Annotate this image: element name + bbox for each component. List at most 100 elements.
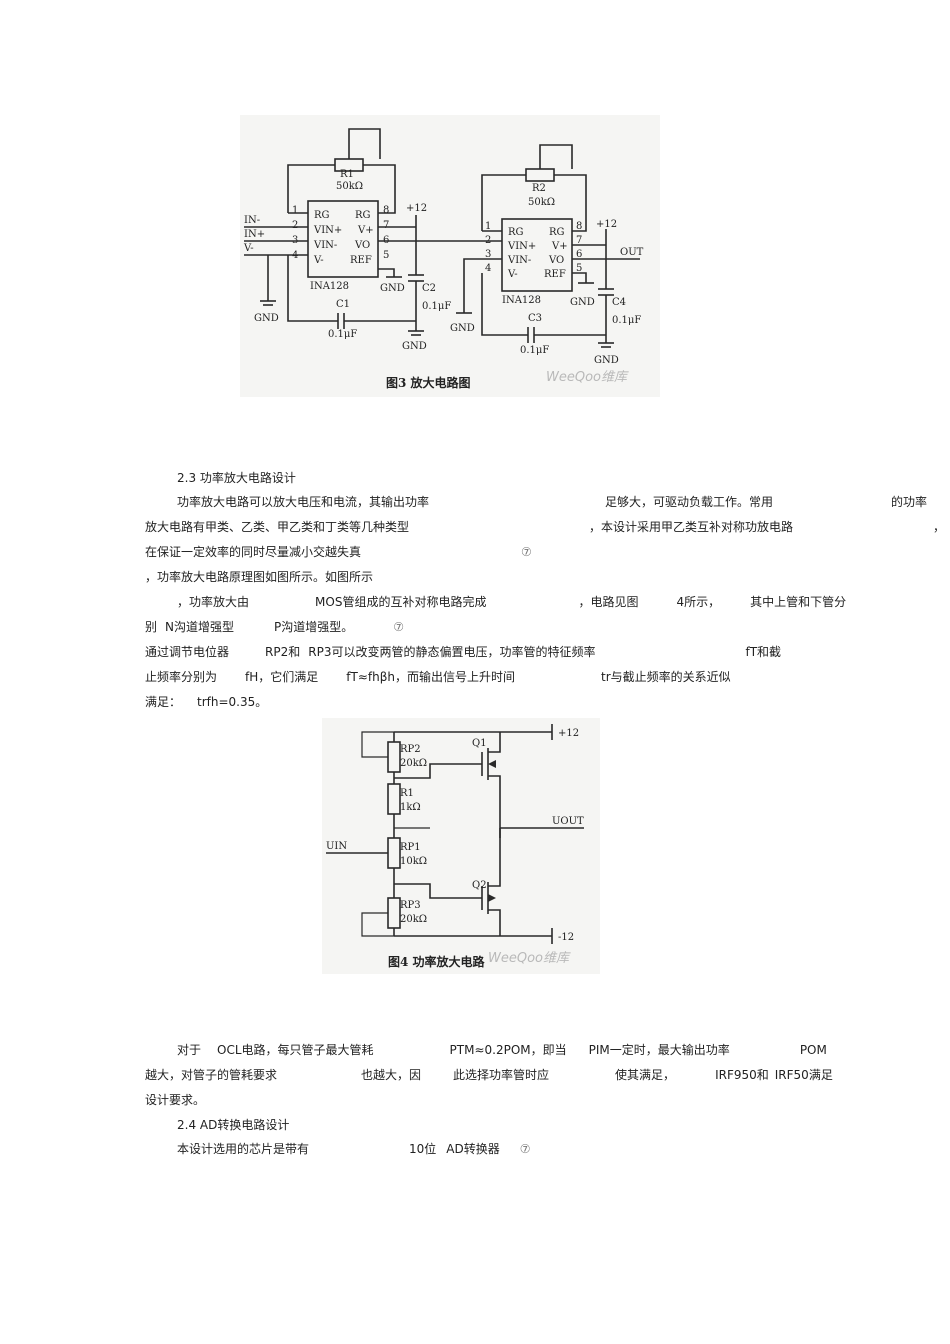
pin-label: REF xyxy=(350,255,372,266)
figure-caption: 图4 功率放大电路 xyxy=(388,954,486,969)
pin-number: 1 xyxy=(485,221,491,232)
paragraph-line: 设计要求。 xyxy=(145,1093,206,1107)
ina128-chip-1 xyxy=(307,200,379,278)
transistor-q1 xyxy=(481,732,501,838)
gnd-label: GND xyxy=(380,283,405,294)
pin-label: REF xyxy=(544,269,566,280)
pin-label: RG xyxy=(314,210,330,221)
pin-number: 5 xyxy=(576,263,582,274)
r2-label: R2 xyxy=(532,183,546,194)
pin-label: VO xyxy=(548,255,564,266)
paragraph-line: 放大电路有甲类、乙类、甲乙类和丁类等几种类型，本设计采用甲乙类互补对称功放电路， xyxy=(145,520,946,534)
uin-label: UIN xyxy=(326,841,347,852)
chip-name: INA128 xyxy=(502,295,541,306)
transistor-q2 xyxy=(481,828,501,936)
watermark: WeeQoo维库 xyxy=(546,370,629,385)
c4-value: 0.1μF xyxy=(612,315,641,326)
r1-label: R1 xyxy=(340,169,354,180)
supply-plus-label: +12 xyxy=(406,203,427,214)
v-minus-label: V- xyxy=(243,243,254,254)
resistor-rp3 xyxy=(387,897,401,929)
pin-label: VIN+ xyxy=(507,241,536,252)
pin-number: 1 xyxy=(292,205,298,216)
pin-number: 7 xyxy=(576,235,582,246)
c3-label: C3 xyxy=(528,313,542,324)
c3-value: 0.1μF xyxy=(520,345,549,356)
pin-label: VO xyxy=(354,240,370,251)
paragraph-line: 满足：trfh=0.35。 xyxy=(145,695,268,709)
q1-label: Q1 xyxy=(472,738,487,749)
pin-number: 2 xyxy=(485,235,491,246)
section-heading-2-3: 2.3 功率放大电路设计 xyxy=(177,471,296,485)
section-heading-2-4: 2.4 AD转换电路设计 xyxy=(177,1118,290,1132)
resistor-r1 xyxy=(387,783,401,815)
paragraph-line: ，功率放大电路原理图如图所示。如图所示 xyxy=(145,570,374,584)
paragraph-line: 功率放大电路可以放大电压和电流，其输出功率足够大，可驱动负载工作。常用的功率 xyxy=(177,495,928,509)
c1-label: C1 xyxy=(336,299,350,310)
supply-plus-label: +12 xyxy=(558,728,579,739)
c1-value: 0.1μF xyxy=(328,329,357,340)
resistor-rp1 xyxy=(387,837,401,869)
gnd-label: GND xyxy=(450,323,475,334)
pin-number: 4 xyxy=(485,263,491,274)
c2-label: C2 xyxy=(422,283,436,294)
out-label: OUT xyxy=(620,247,644,258)
ina128-chip-2 xyxy=(501,218,573,292)
r1-value: 50kΩ xyxy=(336,181,363,192)
rp1-label: RP1 xyxy=(400,842,421,853)
rp1-value: 10kΩ xyxy=(400,856,427,867)
uout-label: UOUT xyxy=(552,816,584,827)
pin-label: VIN+ xyxy=(313,225,342,236)
gnd-label: GND xyxy=(254,313,279,324)
chip-name: INA128 xyxy=(310,281,349,292)
r1-value: 1kΩ xyxy=(400,802,421,813)
pin-number: 8 xyxy=(576,221,582,232)
pin-label: V- xyxy=(313,255,324,266)
pin-number: 7 xyxy=(383,220,389,231)
pin-label: V+ xyxy=(357,225,374,236)
supply-plus-label: +12 xyxy=(596,219,617,230)
pin-label: RG xyxy=(508,227,524,238)
pin-label: VIN- xyxy=(507,255,531,266)
r2-value: 50kΩ xyxy=(528,197,555,208)
pin-label: VIN- xyxy=(313,240,337,251)
figure-amplifier-circuit: RG RG VIN+ V+ VIN- VO V- REF 1 8 2 7 3 6… xyxy=(240,115,660,397)
q2-label: Q2 xyxy=(472,880,487,891)
resistor-rp2 xyxy=(387,741,401,773)
rp2-value: 20kΩ xyxy=(400,758,427,769)
figure-caption: 图3 放大电路图 xyxy=(386,375,471,390)
pin-number: 5 xyxy=(383,250,389,261)
supply-minus-label: -12 xyxy=(558,932,574,943)
rp3-label: RP3 xyxy=(400,900,421,911)
gnd-label: GND xyxy=(594,355,619,366)
pin-label: V+ xyxy=(551,241,568,252)
pin-label: V- xyxy=(507,269,518,280)
pin-number: 6 xyxy=(576,249,582,260)
rp3-value: 20kΩ xyxy=(400,914,427,925)
watermark: WeeQoo维库 xyxy=(488,951,571,966)
gnd-label: GND xyxy=(570,297,595,308)
pin-number: 2 xyxy=(292,220,298,231)
pin-number: 8 xyxy=(383,205,389,216)
in-plus-label: IN+ xyxy=(244,229,265,240)
power-amplifier-schematic: +12 RP2 20kΩ R1 1kΩ UIN RP1 10kΩ RP3 20k… xyxy=(326,724,584,969)
pin-number: 3 xyxy=(485,249,491,260)
c4-label: C4 xyxy=(612,297,626,308)
in-minus-label: IN- xyxy=(244,215,260,226)
rp2-label: RP2 xyxy=(400,744,421,755)
pin-label: RG xyxy=(355,210,371,221)
pin-label: RG xyxy=(549,227,565,238)
figure-power-amplifier: +12 RP2 20kΩ R1 1kΩ UIN RP1 10kΩ RP3 20k… xyxy=(322,718,600,974)
c2-value: 0.1μF xyxy=(422,301,451,312)
r1-label: R1 xyxy=(400,788,414,799)
amplifier-schematic: RG RG VIN+ V+ VIN- VO V- REF 1 8 2 7 3 6… xyxy=(243,128,644,390)
resistor-r2 xyxy=(525,168,555,182)
